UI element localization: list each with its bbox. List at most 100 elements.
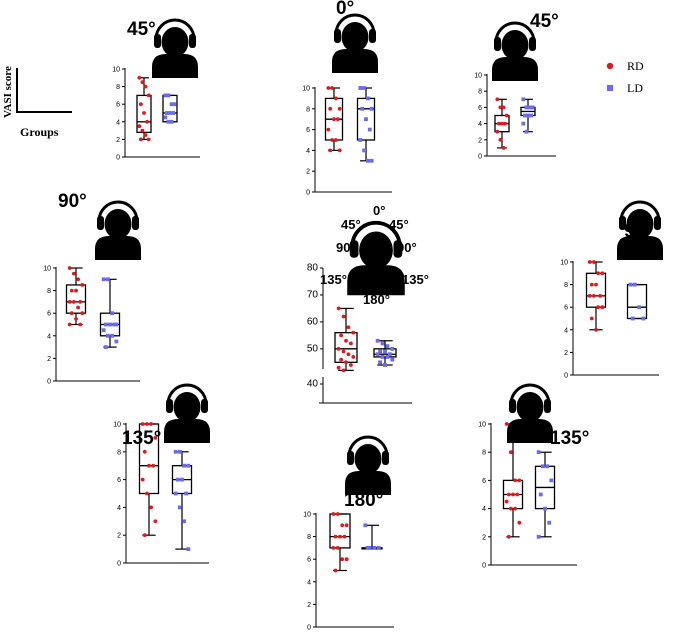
ld-data-point <box>385 355 390 359</box>
y-tick-label: 8 <box>117 449 121 456</box>
ld-data-point <box>367 546 372 550</box>
left-earcup-shape <box>509 399 516 413</box>
headband-shape <box>154 18 196 40</box>
rd-data-point <box>517 520 522 525</box>
rd-data-point <box>333 138 338 142</box>
rd-data-point <box>503 121 508 126</box>
y-tick-label: 2 <box>117 533 121 540</box>
ld-data-point <box>182 519 187 524</box>
rd-data-point <box>515 492 520 497</box>
ld-data-point <box>630 316 635 321</box>
rd-data-point <box>501 105 506 110</box>
rd-data-point <box>71 300 76 304</box>
ld-data-point <box>522 113 527 118</box>
rd-data-point <box>591 260 596 264</box>
rd-data-point <box>338 534 342 539</box>
ld-series <box>534 450 556 539</box>
ld-data-point <box>628 282 633 287</box>
ld-data-point <box>186 547 191 551</box>
iqr-box <box>626 283 648 320</box>
ld-data-point <box>103 322 108 327</box>
ld-data-point <box>114 339 119 344</box>
headband-shape <box>347 435 389 457</box>
right-earcup-shape <box>382 451 389 465</box>
left-earcup-shape <box>334 29 341 43</box>
head-with-headphones-icon <box>345 435 391 495</box>
ld-series <box>361 523 383 550</box>
rd-data-point <box>67 266 72 270</box>
y-tick-label: 10 <box>112 67 120 74</box>
left-earcup-shape <box>349 240 359 258</box>
center-angle-labels: 0° 45° 45° 90° 90° 135° 135° 180° <box>320 203 429 307</box>
ld-data-point <box>166 119 171 124</box>
ld-data-point <box>390 357 395 362</box>
rd-data-point <box>340 523 345 528</box>
head-shape <box>173 392 201 422</box>
iqr-box <box>373 348 397 358</box>
y-tick-label: 4 <box>116 119 120 126</box>
rd-data-point <box>146 93 151 98</box>
ld-data-point <box>103 345 108 349</box>
rd-data-point <box>335 512 340 516</box>
right-earcup-shape <box>189 34 196 48</box>
ld-data-point <box>527 105 532 110</box>
ld-data-point <box>362 148 367 153</box>
rd-series <box>324 86 344 153</box>
ld-data-point <box>540 464 545 469</box>
y-tick-label: 2 <box>47 356 51 363</box>
y-tick-label: 0 <box>117 561 121 568</box>
rd-data-point <box>339 357 344 362</box>
iqr-box <box>65 284 87 314</box>
head-with-headphones-icon <box>492 21 538 81</box>
rd-data-point <box>336 365 341 370</box>
rd-data-point <box>517 478 522 483</box>
rd-data-point <box>506 492 511 497</box>
ld-data-point <box>369 158 374 163</box>
ld-series <box>520 97 536 134</box>
rd-data-point <box>500 121 504 126</box>
head-with-headphones-icon <box>152 18 198 78</box>
right-earcup-shape <box>544 399 551 413</box>
rd-data-point <box>80 283 85 287</box>
rd-data-point <box>74 288 78 293</box>
legend: RD LD <box>606 59 644 95</box>
rd-data-point <box>587 260 592 264</box>
ld-data-point <box>365 158 370 163</box>
rd-data-point <box>501 146 506 150</box>
rd-data-point <box>67 322 72 327</box>
ld-data-point <box>105 333 110 338</box>
ld-data-point <box>521 121 526 126</box>
rd-data-point <box>335 117 340 122</box>
y-tick-label: 0 <box>482 563 486 570</box>
head-shape <box>161 27 189 57</box>
rd-data-point <box>513 506 518 511</box>
ld-data-point <box>387 352 392 357</box>
ld-data-point <box>168 111 172 115</box>
rd-data-point <box>336 306 341 311</box>
ld-data-point <box>364 117 368 122</box>
head-shape <box>341 22 369 52</box>
y-tick-label: 40 <box>307 379 319 390</box>
y-tick-label: 0 <box>306 190 310 197</box>
ld-data-point <box>175 477 180 482</box>
rd-data-point <box>495 97 500 102</box>
ld-data-point <box>177 505 182 510</box>
rd-data-point <box>333 96 338 101</box>
ld-data-point <box>641 316 646 321</box>
rd-data-point <box>591 294 596 298</box>
right-earcup-shape <box>654 216 661 230</box>
y-tick-label: 0 <box>47 379 51 386</box>
rd-data-point <box>143 133 148 137</box>
y-tick-label: 6 <box>306 127 310 134</box>
headband-shape <box>166 383 208 405</box>
rd-data-point <box>142 533 147 538</box>
center-label-135-right: 135° <box>402 272 429 287</box>
ld-data-point <box>180 477 184 482</box>
ld-data-point <box>172 102 177 107</box>
center-label-90-left: 90° <box>336 240 356 255</box>
y-tick-label: 6 <box>117 477 121 484</box>
rd-data-point <box>140 422 145 426</box>
